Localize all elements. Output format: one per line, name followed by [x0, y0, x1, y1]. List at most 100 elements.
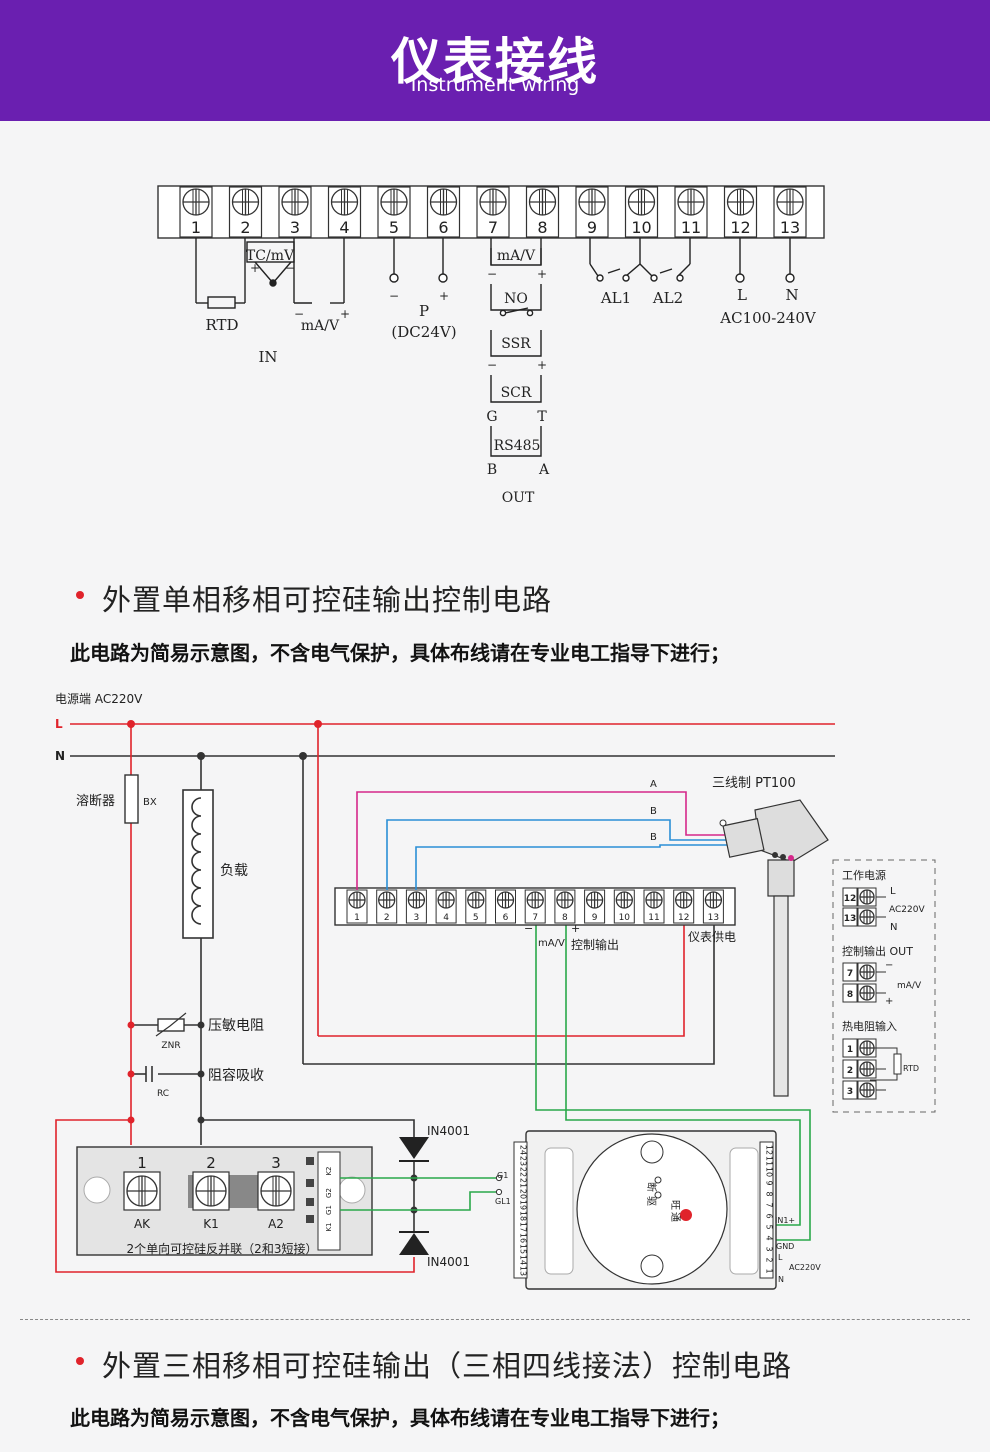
trigger-left-number: 20: [519, 1189, 528, 1199]
trigger-left-number: 17: [519, 1222, 528, 1232]
scr-name-ak: AK: [134, 1217, 151, 1231]
scr-g: G: [486, 409, 497, 425]
screw-icon: [348, 891, 366, 909]
load-label: 负载: [220, 863, 248, 879]
meter-terminal-number: 2: [384, 913, 390, 923]
terminal-number: 12: [730, 218, 750, 237]
out-label: OUT: [502, 490, 535, 506]
legend-terminal-cell: [842, 983, 858, 1003]
trigger-right-number: 2: [765, 1257, 774, 1262]
single-phase-circuit: 电源端 AC220V L N: [55, 692, 936, 1290]
wire-b1-label: B: [650, 806, 657, 817]
screw-icon: [260, 1175, 292, 1207]
dc24v-label: (DC24V): [391, 323, 456, 341]
terminal-number: 3: [290, 218, 300, 237]
trigger-brand-4: 通: [669, 1212, 681, 1222]
trigger-gnd: GND: [776, 1242, 794, 1251]
trigger-l: L: [778, 1253, 783, 1262]
wire-a-label: A: [650, 779, 657, 790]
legend-terminal-number: 1: [847, 1045, 853, 1055]
legend-out-ma: mA/V: [897, 981, 922, 991]
input-wiring: [195, 238, 791, 457]
screw-icon: [859, 964, 875, 980]
tc-mv-label: TC/mV: [246, 248, 295, 264]
screw-icon: [429, 188, 458, 216]
power-label: 电源端 AC220V: [55, 692, 143, 706]
screw-icon: [526, 891, 544, 909]
trigger-right-number: 11: [765, 1156, 774, 1166]
trigger-in1: IN1+: [775, 1216, 795, 1225]
meter-terminal-number: 10: [619, 913, 631, 923]
screw-icon: [437, 891, 455, 909]
screw-icon: [585, 891, 604, 909]
legend-terminal-number: 3: [847, 1087, 853, 1097]
rc-label: RC: [157, 1089, 169, 1099]
legend-terminal-number: 7: [847, 969, 853, 979]
legend-terminal-cell: [842, 1080, 858, 1100]
legend-terminal-cell: [842, 1059, 858, 1079]
trigger-left-number: 13: [519, 1266, 528, 1276]
rs485-a: A: [538, 462, 550, 478]
scr-num-1: 1: [137, 1154, 147, 1172]
terminal-number: 9: [587, 218, 597, 237]
legend-terminal-cell: [842, 907, 858, 927]
trigger-brand-3: 旺: [669, 1200, 680, 1210]
in-label: IN: [258, 348, 277, 366]
screw-icon: [726, 188, 755, 216]
screw-icon: [677, 188, 705, 216]
screw-icon: [859, 985, 875, 1001]
wire-b2-label: B: [650, 832, 657, 843]
meter-terminal-number: 7: [532, 913, 538, 923]
screw-icon: [704, 891, 723, 909]
scr-label: SCR: [501, 385, 532, 401]
trigger-right-number: 6: [765, 1213, 774, 1218]
section1-title: 外置单相移相可控硅输出控制电路: [102, 583, 553, 617]
scr-num-2: 2: [206, 1154, 216, 1172]
screw-icon: [195, 1175, 227, 1207]
terminal-number: 4: [339, 218, 349, 237]
legend-terminal-number: 8: [847, 990, 853, 1000]
capacitor-symbol: [145, 1066, 153, 1082]
diode-top: [399, 1137, 429, 1162]
legend-terminal-cell: [842, 1038, 858, 1058]
meter-terminal-number: 13: [708, 913, 719, 923]
terminal-number: 1: [191, 218, 201, 237]
sensor-wiring: [356, 791, 790, 890]
screw-icon: [859, 909, 875, 925]
trigger-right-number: 12: [765, 1145, 774, 1155]
terminal-number: 10: [631, 218, 651, 237]
p-label: P: [419, 302, 429, 320]
screw-icon: [645, 891, 663, 909]
screw-icon: [627, 188, 656, 216]
rc-absorb-label: 阻容吸收: [208, 1067, 264, 1084]
screw-icon: [615, 891, 633, 909]
terminal-number: 2: [240, 218, 250, 237]
meter-terminal-number: 6: [503, 913, 509, 923]
ssr-label: SSR: [501, 336, 531, 352]
junction-dots: [127, 720, 418, 1214]
terminal-nodes: [269, 273, 795, 317]
trigger-right-number: 4: [765, 1235, 774, 1240]
l-line-label: L: [55, 717, 63, 731]
screw-icon: [182, 188, 210, 216]
section2-title: 外置三相移相可控硅输出（三相四线接法）控制电路: [102, 1349, 793, 1383]
trigger-left-number: 22: [519, 1167, 528, 1177]
page-title: 仪表接线: [391, 33, 599, 91]
legend-rtd-title: 热电阻输入: [842, 1019, 897, 1033]
trigger-ac: AC220V: [789, 1263, 821, 1272]
terminal-number: 6: [438, 218, 448, 237]
red-wiring: [55, 724, 685, 1273]
meter-minus: −: [524, 922, 533, 935]
legend-power-l: L: [890, 886, 896, 897]
diode-top-label: IN4001: [427, 1124, 470, 1138]
p-plus: +: [439, 289, 449, 303]
ma-v-out-label: mA/V: [497, 248, 536, 264]
tc-minus: −: [285, 261, 295, 275]
trigger-right-number: 3: [765, 1246, 774, 1251]
screw-icon: [859, 889, 875, 905]
section2-note: 此电路为简易示意图，不含电气保护，具体布线请在专业电工指导下进行；: [70, 1406, 730, 1430]
trigger-left-number: 24: [519, 1145, 528, 1155]
trigger-n: N: [778, 1275, 784, 1284]
legend-terminal-number: 13: [844, 914, 857, 924]
